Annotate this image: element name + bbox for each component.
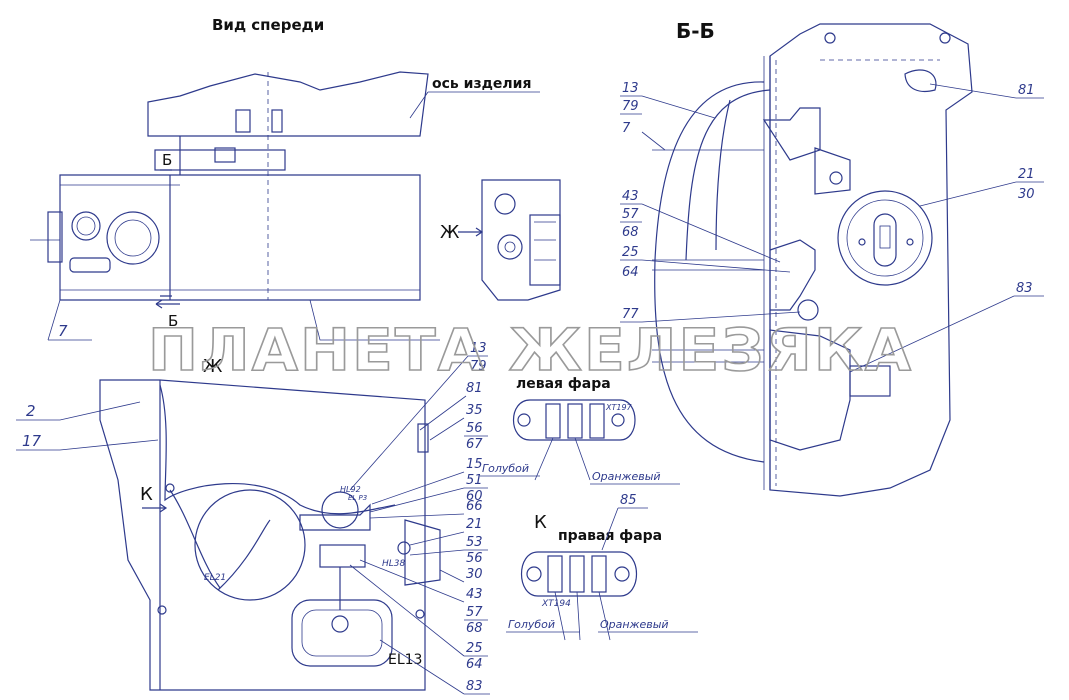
section-bb: 13 79 7 43 57 68 25 64 77 81 21 30 83: [620, 23, 1044, 497]
callout-zh-60: 60: [466, 489, 483, 504]
right-block-label: XT194: [541, 599, 571, 609]
callout-zh-51: 51: [466, 473, 483, 488]
callout-zh-13: 13: [470, 341, 487, 356]
section-mark-bottom: Б: [168, 312, 178, 330]
callout-sec-57: 57: [622, 207, 639, 222]
callout-sec-25: 25: [622, 245, 639, 260]
callout-zh-67: 67: [466, 437, 483, 452]
callout-zh-83: 83: [466, 679, 483, 694]
callout-zh-53: 53: [466, 535, 483, 550]
left-block-label: XT197: [605, 403, 633, 412]
front-view-title: Вид спереди: [212, 16, 324, 34]
callout-k-85: 85: [620, 493, 637, 508]
callout-sec-21: 21: [1018, 167, 1035, 182]
callout-zh-21: 21: [466, 517, 483, 532]
view-k-marker: К: [140, 484, 153, 505]
callout-zh-15: 15: [466, 457, 483, 472]
lamp-el21-label: EL21: [204, 573, 226, 583]
callout-sec-13: 13: [622, 81, 639, 96]
right-wire-blue: Голубой: [508, 618, 555, 631]
section-mark-top: Б: [162, 151, 172, 169]
lamp-hl38-label: HL38: [382, 559, 406, 569]
callout-sec-68: 68: [622, 225, 639, 240]
callout-zh-79: 79: [470, 359, 487, 374]
right-headlight-title: правая фара: [558, 528, 662, 544]
axis-label: ось изделия: [432, 76, 531, 92]
callout-zh-66: 66: [466, 499, 483, 514]
callout-front-7: 7: [58, 322, 68, 340]
section-title: Б-Б: [676, 19, 715, 43]
callout-zh-30: 30: [466, 567, 483, 582]
callout-zh-81: 81: [466, 381, 483, 396]
callout-left-2: 2: [26, 402, 36, 420]
callout-zh-57: 57: [466, 605, 483, 620]
callout-sec-79: 79: [622, 99, 639, 114]
callout-sec-77: 77: [622, 307, 639, 322]
callout-sec-30: 30: [1018, 187, 1035, 202]
left-headlight-connector: левая фара XT197 Голубой Оранжевый: [480, 376, 680, 485]
callout-zh-56a: 56: [466, 421, 483, 436]
callout-zh-43: 43: [466, 587, 483, 602]
callout-zh-56b: 56: [466, 551, 483, 566]
right-headlight-connector: К правая фара 85 XT194 Голубой Оранжевый: [506, 493, 698, 641]
watermark-text: ПЛАНЕТА ЖЕЛЕЗЯКА: [148, 316, 913, 384]
right-wire-orange: Оранжевый: [600, 618, 669, 631]
view-k-title: К: [534, 512, 547, 533]
callout-zh-68: 68: [466, 621, 483, 636]
left-headlight-title: левая фара: [516, 376, 611, 392]
front-view: Б Б 7 ось изделия: [30, 71, 540, 341]
callout-sec-7: 7: [622, 121, 631, 136]
view-zh: Ж EL21 HL92 EL P3 HL38 EL13 К 2 17 13: [16, 341, 490, 695]
callout-zh-25: 25: [466, 641, 483, 656]
lamp-el13-label: EL13: [388, 652, 422, 668]
callout-zh-64: 64: [466, 657, 483, 672]
left-wire-blue: Голубой: [482, 462, 529, 475]
view-zh-title: Ж: [203, 356, 223, 377]
left-wire-orange: Оранжевый: [592, 470, 661, 483]
callout-sec-64: 64: [622, 265, 639, 280]
fuse-label: EL P3: [348, 494, 367, 502]
callout-left-17: 17: [22, 432, 42, 450]
callout-sec-81: 81: [1018, 83, 1035, 98]
callout-zh-35: 35: [466, 403, 483, 418]
view-zh-arrow-label: Ж: [440, 222, 460, 243]
bracket-detail: Ж: [440, 179, 561, 301]
callout-sec-83: 83: [1016, 281, 1033, 296]
callout-sec-43: 43: [622, 189, 639, 204]
